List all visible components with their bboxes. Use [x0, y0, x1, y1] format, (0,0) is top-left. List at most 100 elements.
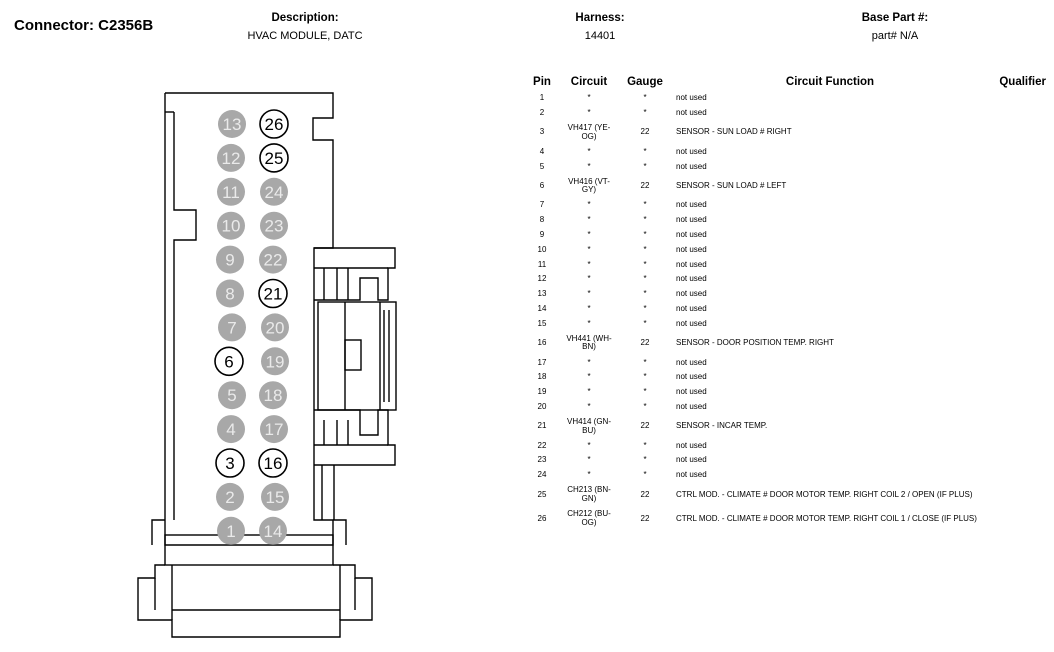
pin-14: 14 [259, 516, 287, 545]
qualifier-cell [990, 243, 1046, 258]
gauge-cell: * [643, 107, 647, 117]
pin-cell: 24 [537, 470, 547, 480]
circuit-cell: * [587, 200, 591, 210]
gauge-cell: * [643, 244, 647, 254]
function-cell: not used [676, 244, 707, 254]
pin-4: 4 [217, 415, 245, 444]
pin-circle [218, 381, 246, 410]
gauge-cell: * [643, 387, 647, 397]
gauge-cell: * [643, 303, 647, 313]
function-cell: not used [676, 274, 707, 284]
pin-circle [218, 313, 246, 342]
function-cell: not used [676, 146, 707, 156]
pin-6: 6 [214, 346, 244, 377]
gauge-cell: * [643, 440, 647, 450]
circuit-cell: * [587, 107, 591, 117]
pin-cell: 20 [537, 401, 547, 411]
pin-cell: 17 [537, 357, 547, 367]
pin-cell: 19 [537, 387, 547, 397]
circuit-cell: * [587, 93, 591, 103]
description-block: Description: HVAC MODULE, DATC [215, 12, 395, 42]
pin-circle [261, 313, 289, 342]
circuit-cell: * [587, 289, 591, 299]
pin-label: 11 [222, 183, 240, 202]
pin-label: 8 [225, 285, 234, 304]
pin-circle [216, 482, 244, 511]
table-row: 11**not used [526, 257, 1046, 272]
circuit-cell: * [587, 357, 591, 367]
pin-label: 16 [264, 454, 283, 473]
circuit-cell: * [587, 244, 591, 254]
col-header-gauge: Gauge [627, 76, 663, 88]
gauge-cell: 22 [640, 180, 650, 190]
qualifier-cell [990, 317, 1046, 332]
pin-cell: 10 [537, 244, 547, 254]
function-cell: not used [676, 229, 707, 239]
circuit-cell: * [587, 318, 591, 328]
pin-cell: 1 [539, 93, 545, 103]
table-row: 4**not used [526, 145, 1046, 160]
table-row: 22**not used [526, 439, 1046, 454]
qualifier-cell [990, 468, 1046, 483]
pin-19: 19 [261, 347, 289, 376]
pin-circle [258, 278, 288, 309]
table-row: 10 * * not used [526, 243, 1046, 258]
pin-8: 8 [216, 279, 244, 308]
pin-cell: 21 [537, 421, 547, 431]
gauge-cell: 22 [640, 421, 650, 431]
pin-table: Pin Circuit Gauge Circuit Function Quali… [526, 76, 1046, 531]
pin-7: 7 [218, 313, 246, 342]
qualifier-cell [990, 400, 1046, 415]
connector-housing [137, 92, 397, 638]
pin-circle [259, 381, 287, 410]
circuit-cell: * [587, 259, 591, 269]
pin-label: 12 [222, 149, 241, 168]
qualifier-cell [990, 331, 1046, 355]
pin-label: 17 [265, 420, 284, 439]
pin-label: 7 [227, 318, 236, 337]
gauge-cell: * [643, 215, 647, 225]
function-cell: not used [676, 455, 707, 465]
pin-label: 18 [264, 386, 283, 405]
pin-cell: 5 [539, 161, 545, 171]
qualifier-cell [990, 91, 1046, 106]
function-cell: SENSOR - SUN LOAD # LEFT [676, 180, 787, 190]
circuit-cell: * [587, 401, 591, 411]
pin-label: 10 [222, 217, 241, 236]
pin-label: 6 [224, 352, 233, 371]
pin-cell: 12 [537, 274, 547, 284]
pin-circle [215, 448, 245, 478]
gauge-cell: * [643, 161, 647, 171]
gauge-cell: * [643, 259, 647, 269]
gauge-cell: 22 [640, 513, 650, 523]
pin-label: 13 [223, 115, 242, 134]
function-cell: not used [676, 161, 707, 171]
pin-9: 9 [216, 245, 244, 274]
qualifier-cell [990, 257, 1046, 272]
table-row: 15**not used [526, 317, 1046, 332]
function-cell: CTRL MOD. - CLIMATE # DOOR MOTOR TEMP. R… [676, 489, 973, 499]
function-cell: not used [676, 470, 707, 480]
qualifier-cell [990, 302, 1046, 317]
pin-cell: 16 [537, 338, 547, 348]
qualifier-cell [990, 415, 1046, 439]
pin-cell: 22 [537, 440, 547, 450]
gauge-cell: * [643, 146, 647, 156]
gauge-cell: * [643, 455, 647, 465]
pin-circle [217, 177, 245, 206]
qualifier-cell [990, 121, 1046, 145]
pin-cell: 14 [537, 303, 547, 313]
pin-label: 4 [226, 420, 235, 439]
pin-circle [217, 211, 245, 240]
gauge-cell: 22 [640, 127, 650, 137]
pin-circle [214, 346, 244, 377]
pin-15: 15 [261, 482, 289, 511]
pin-circle [259, 245, 287, 274]
qualifier-cell [990, 228, 1046, 243]
pin-grid: 1312111098765432126252423222120191817161… [214, 109, 289, 545]
function-cell: CTRL MOD. - CLIMATE # DOOR MOTOR TEMP. R… [676, 513, 977, 523]
table-row: 23**not used [526, 453, 1046, 468]
qualifier-cell [990, 507, 1046, 531]
